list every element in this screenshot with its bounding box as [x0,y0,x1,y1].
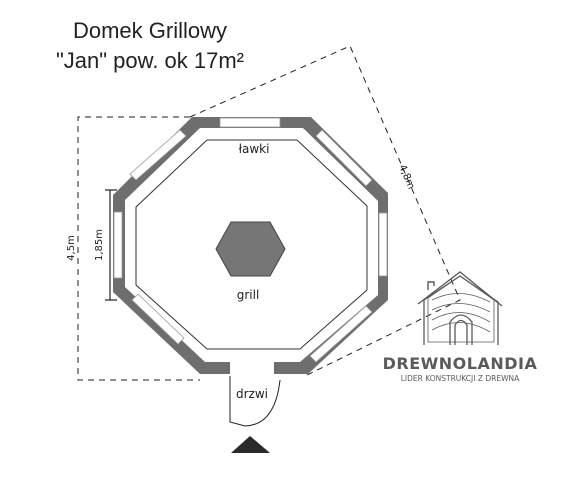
dimension-frame-left [77,116,200,381]
logo-house-icon [417,271,503,345]
label-width: 4,5m [66,235,77,261]
door-swing [229,376,281,427]
logo-tagline: LIDER KONSTRUKCJI Z DREWNA [401,374,520,383]
title-line-1: Domek Grillowy [72,18,228,43]
title-line-2: "Jan" pow. ok 17m² [55,48,245,73]
entrance-arrow-icon [231,436,270,453]
dimension-frame-diagonal [189,45,461,377]
label-benches: ławki [239,142,270,156]
windows [113,117,388,363]
window-dimension-bar [105,189,117,301]
logo-brand: DREWNOLANDIA [383,354,538,373]
grill-icon [215,221,286,277]
label-window-width: 1,85m [94,229,105,261]
label-grill: grill [237,288,260,302]
label-diagonal: 4,8m [396,163,416,191]
label-door: drzwi [236,387,268,401]
door-opening [230,362,274,376]
